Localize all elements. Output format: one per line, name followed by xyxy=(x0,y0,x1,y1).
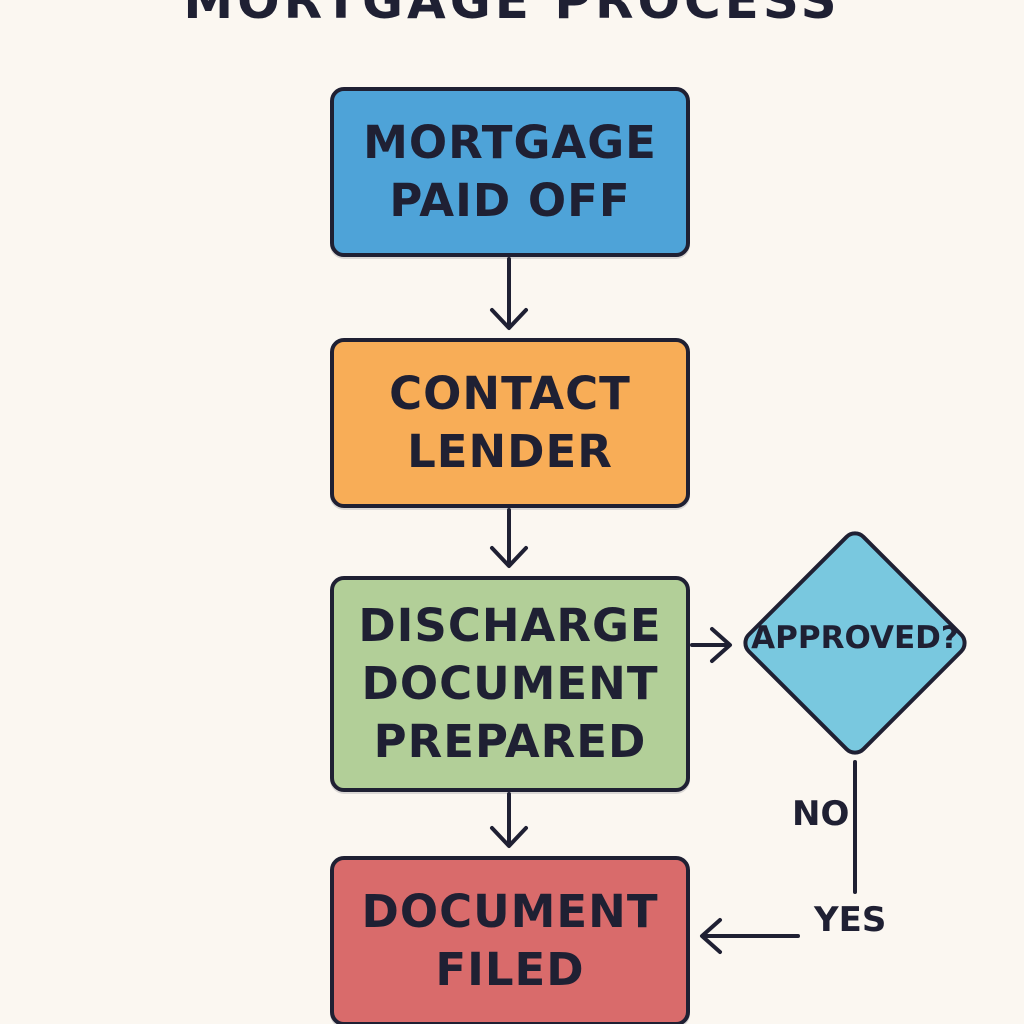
branch-label-yes: YES xyxy=(814,900,887,940)
arrow-discharge-to-document-filed xyxy=(490,792,528,848)
node-label-line: DOCUMENT xyxy=(361,885,659,938)
branch-label-no: NO xyxy=(792,794,850,834)
node-mortgage-paid-off: MORTGAGE PAID OFF xyxy=(330,87,690,257)
node-label-line: DOCUMENT xyxy=(361,657,659,710)
node-label-line: FILED xyxy=(435,943,585,996)
arrow-discharge-to-approved xyxy=(690,627,732,663)
decision-label: APPROVED? xyxy=(751,620,959,656)
node-label-line: DISCHARGE xyxy=(358,599,662,652)
node-discharge-document-prepared: DISCHARGE DOCUMENT PREPARED xyxy=(330,576,690,792)
arrow-contact-lender-to-discharge xyxy=(490,508,528,568)
node-contact-lender: CONTACT LENDER xyxy=(330,338,690,508)
node-label-line: CONTACT xyxy=(389,367,631,420)
diagram-title: MORTGAGE PROCESS xyxy=(183,0,841,30)
arrow-yes-to-document-filed xyxy=(700,918,800,954)
node-label-line: PREPARED xyxy=(373,715,647,768)
node-document-filed: DOCUMENT FILED xyxy=(330,856,690,1024)
arrow-paid-off-to-contact-lender xyxy=(490,257,528,330)
node-label-line: PAID OFF xyxy=(389,174,631,227)
node-label-line: LENDER xyxy=(407,425,613,478)
node-label-line: MORTGAGE xyxy=(363,116,657,169)
